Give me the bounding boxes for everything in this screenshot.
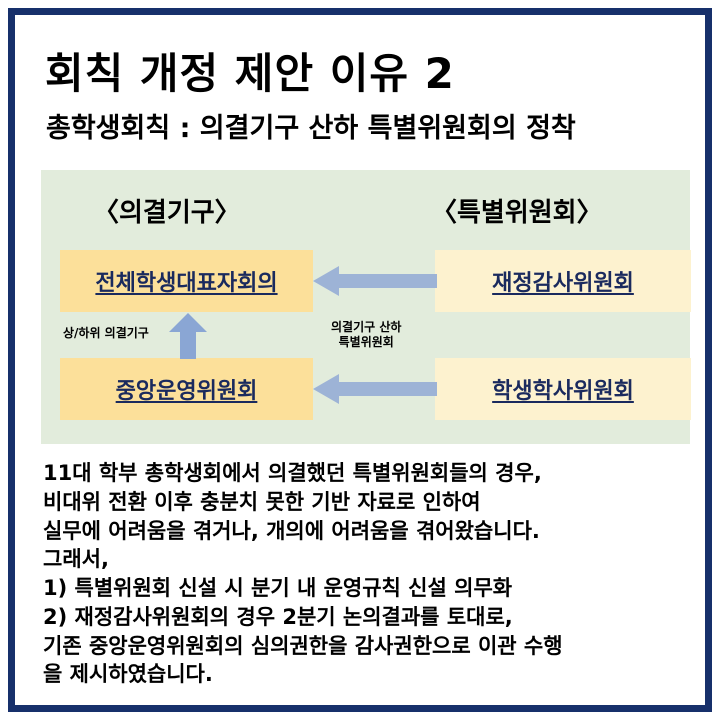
diagram-column-header-special-committees: 〈특별위원회〉 <box>431 198 603 228</box>
body-line: 비대위 전환 이후 충분치 못한 기반 자료로 인하여 <box>43 489 481 514</box>
body-line: 실무에 어려움을 겪거나, 개의에 어려움을 겪어왔습니다. <box>43 518 540 543</box>
body-line: 을 제시하였습니다. <box>43 662 213 687</box>
body-line: 11대 학부 총학생회에서 의결했던 특별위원회들의 경우, <box>43 461 542 485</box>
slide-border-frame: 회칙 개정 제안 이유 2 총학생회칙 : 의결기구 산하 특별위원회의 정착 … <box>8 8 712 712</box>
diagram-node-central-steering-committee: 중앙운영위원회 <box>60 358 313 420</box>
page-subtitle: 총학생회칙 : 의결기구 산하 특별위원회의 정착 <box>46 113 576 144</box>
diagram-node-student-representative-assembly: 전체학생대표자회의 <box>60 250 313 312</box>
diagram-note-subcommittee: 의결기구 산하 특별위원회 <box>331 320 401 350</box>
page-title: 회칙 개정 제안 이유 2 <box>45 49 455 98</box>
body-text-block: 11대 학부 총학생회에서 의결했던 특별위원회들의 경우, 비대위 전환 이후… <box>43 459 709 689</box>
arrow-up-hierarchy-icon <box>169 313 207 359</box>
body-line: 기존 중앙운영위원회의 심의권한을 감사권한으로 이관 수행 <box>43 633 563 658</box>
slide-content: 회칙 개정 제안 이유 2 총학생회칙 : 의결기구 산하 특별위원회의 정착 … <box>15 15 705 705</box>
diagram-note-subcommittee-line1: 의결기구 산하 <box>331 320 402 334</box>
org-structure-diagram: 〈의결기구〉 〈특별위원회〉 전체학생대표자회의 중앙운영위원회 재정감사위원회… <box>41 170 691 444</box>
body-line: 1) 특별위원회 신설 시 분기 내 운영규칙 신설 의무화 <box>43 576 513 601</box>
diagram-column-header-decision-bodies: 〈의결기구〉 <box>93 198 241 228</box>
body-line: 그래서, <box>43 547 109 572</box>
diagram-node-financial-audit-committee: 재정감사위원회 <box>435 250 691 312</box>
body-line: 2) 재정감사위원회의 경우 2분기 논의결과를 토대로, <box>43 604 513 629</box>
arrow-left-audit-to-assembly-icon <box>313 266 437 296</box>
diagram-note-subcommittee-line2: 특별위원회 <box>338 335 394 349</box>
diagram-node-student-academic-committee: 학생학사위원회 <box>435 358 691 420</box>
diagram-note-hierarchy: 상/하위 의결기구 <box>63 326 149 340</box>
arrow-left-academic-to-central-icon <box>313 374 437 404</box>
